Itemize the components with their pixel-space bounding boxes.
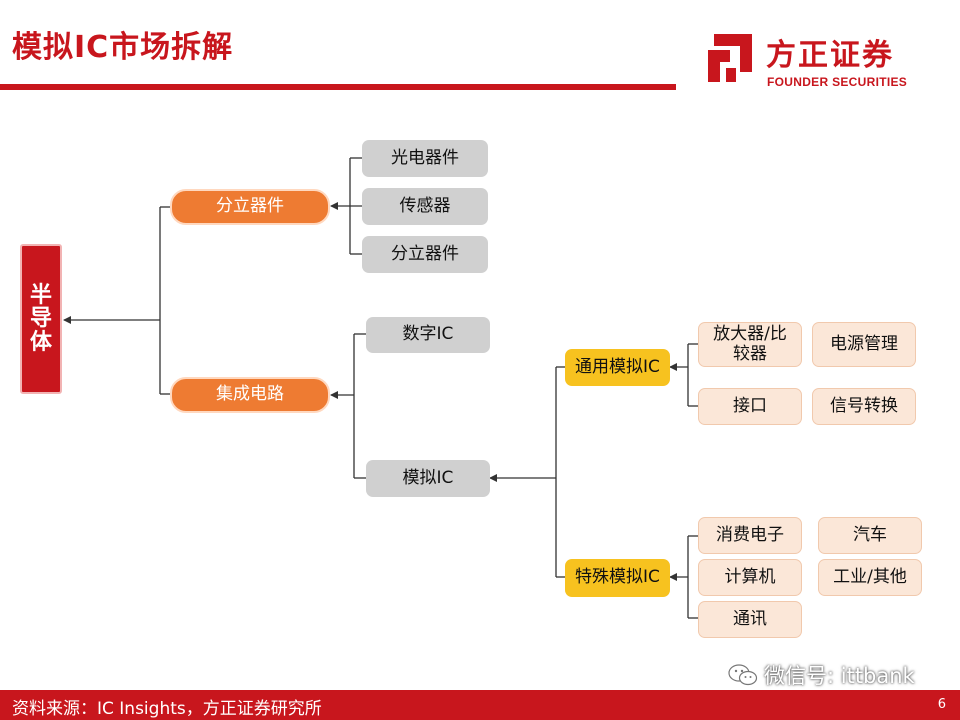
node-semiconductor-root: 半导体: [20, 244, 62, 394]
wechat-id-text: 微信号: ittbank: [764, 664, 915, 688]
node-optoelectronic-devices: 光电器件: [362, 140, 488, 177]
page-title: 模拟IC市场拆解: [12, 30, 234, 65]
node-analog-ic: 模拟IC: [366, 460, 490, 497]
node-power-management: 电源管理: [812, 322, 916, 367]
source-note: 资料来源：IC Insights，方正证券研究所: [12, 699, 322, 719]
footer-bar: 资料来源：IC Insights，方正证券研究所 6: [0, 690, 960, 720]
node-computer: 计算机: [698, 559, 802, 596]
node-digital-ic: 数字IC: [366, 317, 490, 353]
node-special-analog-ic: 特殊模拟IC: [565, 559, 670, 597]
wechat-icon: [728, 664, 758, 686]
brand-name-en: FOUNDER SECURITIES: [767, 75, 908, 89]
node-integrated-circuits: 集成电路: [170, 377, 330, 413]
node-discrete-devices: 分立器件: [170, 189, 330, 225]
node-interface: 接口: [698, 388, 802, 425]
node-amplifier-comparator: 放大器/比较器: [698, 322, 802, 367]
brand-logo-block: 方正证券 FOUNDER SECURITIES: [700, 28, 940, 92]
node-communications: 通讯: [698, 601, 802, 638]
wechat-watermark: 微信号: ittbank: [728, 660, 915, 690]
node-discrete-devices-child: 分立器件: [362, 236, 488, 273]
page-number: 6: [937, 697, 946, 712]
node-consumer-electronics: 消费电子: [698, 517, 802, 554]
node-semiconductor-label: 半导体: [29, 283, 52, 355]
node-general-analog-ic: 通用模拟IC: [565, 349, 670, 386]
title-divider: [0, 84, 676, 90]
node-sensors: 传感器: [362, 188, 488, 225]
founder-logo-icon: [708, 34, 752, 82]
node-industrial-other: 工业/其他: [818, 559, 922, 596]
brand-name-cn: 方正证券: [766, 38, 894, 73]
node-automotive: 汽车: [818, 517, 922, 554]
node-signal-conversion: 信号转换: [812, 388, 916, 425]
